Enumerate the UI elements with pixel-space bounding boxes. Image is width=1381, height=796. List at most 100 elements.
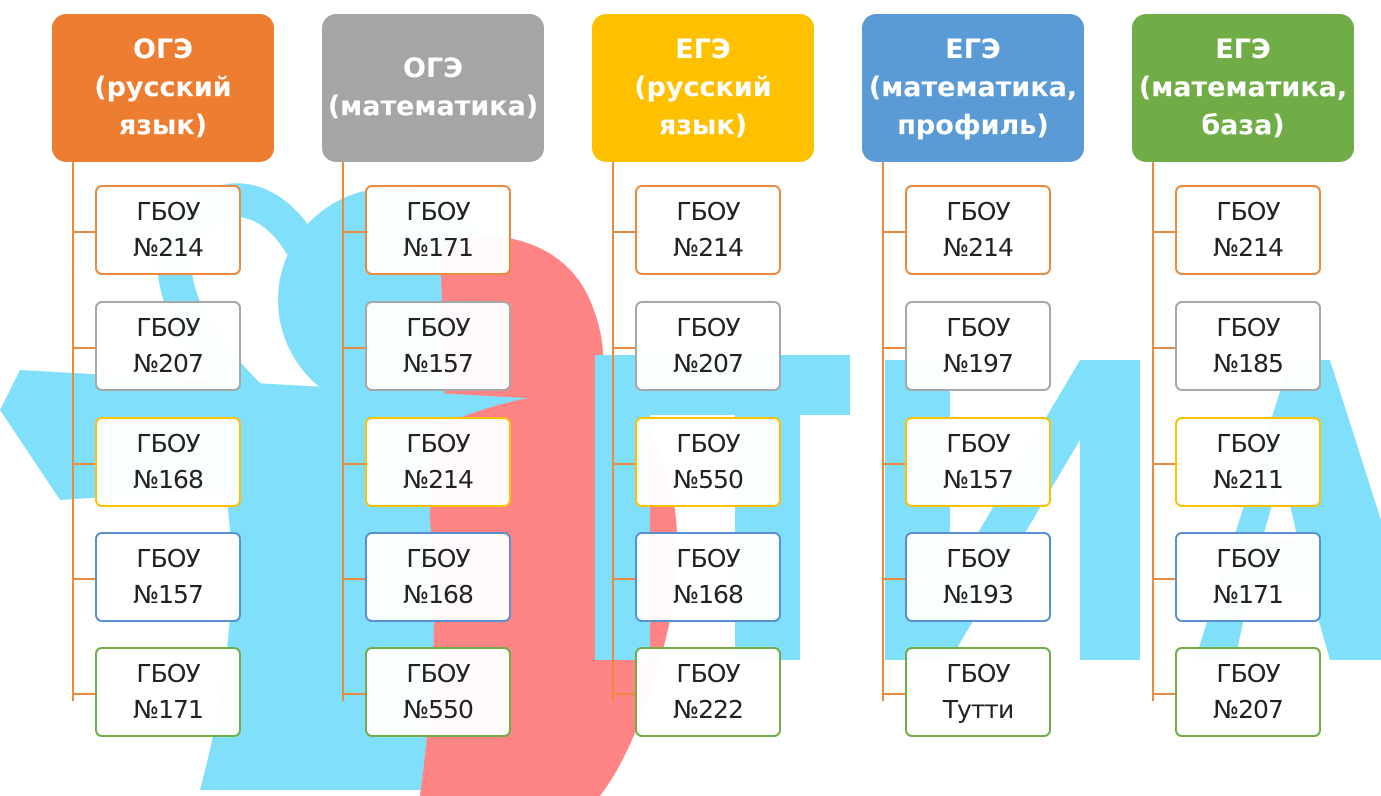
school-number: №197	[943, 349, 1014, 378]
connector-branch	[882, 347, 906, 349]
school-number: №214	[1213, 233, 1284, 262]
school-number: №168	[133, 465, 204, 494]
school-type: ГБОУ	[676, 659, 740, 688]
school-type: ГБОУ	[676, 429, 740, 458]
school-number: №168	[403, 580, 474, 609]
exam-header-line: профиль)	[897, 110, 1049, 141]
connector-branch	[882, 231, 906, 233]
connector-branch	[342, 578, 366, 580]
connector-branch	[72, 693, 96, 695]
exam-header-line: (русский	[94, 72, 232, 103]
school-type: ГБОУ	[946, 659, 1010, 688]
school-type: ГБОУ	[946, 544, 1010, 573]
connector-branch	[1152, 347, 1176, 349]
school-number: №214	[133, 233, 204, 262]
connector-branch	[612, 578, 636, 580]
school-box: ГБОУ №214	[905, 185, 1051, 275]
school-type: ГБОУ	[1216, 659, 1280, 688]
school-number: №171	[1213, 580, 1284, 609]
connector-line	[1152, 162, 1154, 701]
school-type: ГБОУ	[676, 197, 740, 226]
connector-line	[882, 162, 884, 701]
exam-header: ЕГЭ (русский язык)	[592, 14, 814, 162]
connector-line	[72, 162, 74, 701]
school-number: №185	[1213, 349, 1284, 378]
school-type: ГБОУ	[136, 313, 200, 342]
connector-branch	[342, 347, 366, 349]
connector-line	[342, 162, 344, 701]
school-type: ГБОУ	[946, 429, 1010, 458]
school-type: ГБОУ	[1216, 544, 1280, 573]
school-type: ГБОУ	[406, 659, 470, 688]
connector-branch	[72, 463, 96, 465]
school-type: ГБОУ	[946, 197, 1010, 226]
school-box: ГБОУ №214	[95, 185, 241, 275]
exam-header: ЕГЭ(математика,профиль)	[862, 14, 1084, 162]
school-type: ГБОУ	[136, 429, 200, 458]
exam-header: ОГЭ (математика)	[322, 14, 544, 162]
school-number: №157	[943, 465, 1014, 494]
connector-branch	[612, 347, 636, 349]
exam-header-line: (математика,	[868, 72, 1078, 103]
school-number: №168	[673, 580, 744, 609]
school-number: №214	[943, 233, 1014, 262]
school-type: ГБОУ	[1216, 197, 1280, 226]
school-box: ГБОУ №214	[1175, 185, 1321, 275]
school-box: ГБОУ №171	[365, 185, 511, 275]
connector-branch	[612, 463, 636, 465]
exam-header: ЕГЭ(математика,база)	[1132, 14, 1354, 162]
connector-branch	[1152, 578, 1176, 580]
exam-header-line: ОГЭ	[133, 34, 193, 65]
school-box: ГБОУ №207	[95, 301, 241, 391]
exam-header-line: ЕГЭ	[675, 34, 731, 65]
school-type: ГБОУ	[406, 197, 470, 226]
connector-branch	[882, 578, 906, 580]
exam-header-line: (русский	[634, 72, 772, 103]
school-number: Тутти	[942, 695, 1014, 724]
exam-header-line: ОГЭ	[403, 53, 463, 84]
connector-line	[612, 162, 614, 701]
school-number: №207	[133, 349, 204, 378]
school-type: ГБОУ	[676, 313, 740, 342]
connector-branch	[72, 231, 96, 233]
connector-branch	[1152, 231, 1176, 233]
school-type: ГБОУ	[136, 197, 200, 226]
exam-header-line: язык)	[658, 110, 748, 141]
exam-header-line: язык)	[118, 110, 208, 141]
school-type: ГБОУ	[406, 313, 470, 342]
connector-branch	[72, 578, 96, 580]
school-number: №171	[403, 233, 474, 262]
connector-branch	[1152, 693, 1176, 695]
exam-header-line: база)	[1201, 110, 1285, 141]
connector-branch	[342, 693, 366, 695]
school-box: ГБОУ №157	[905, 417, 1051, 507]
school-number: №157	[133, 580, 204, 609]
school-number: №207	[673, 349, 744, 378]
exam-header: ОГЭ (русский язык)	[52, 14, 274, 162]
exam-header-line: (математика)	[327, 91, 539, 122]
connector-branch	[882, 693, 906, 695]
school-number: №171	[133, 695, 204, 724]
school-type: ГБОУ	[406, 429, 470, 458]
connector-branch	[72, 347, 96, 349]
connector-branch	[342, 463, 366, 465]
connector-branch	[612, 693, 636, 695]
